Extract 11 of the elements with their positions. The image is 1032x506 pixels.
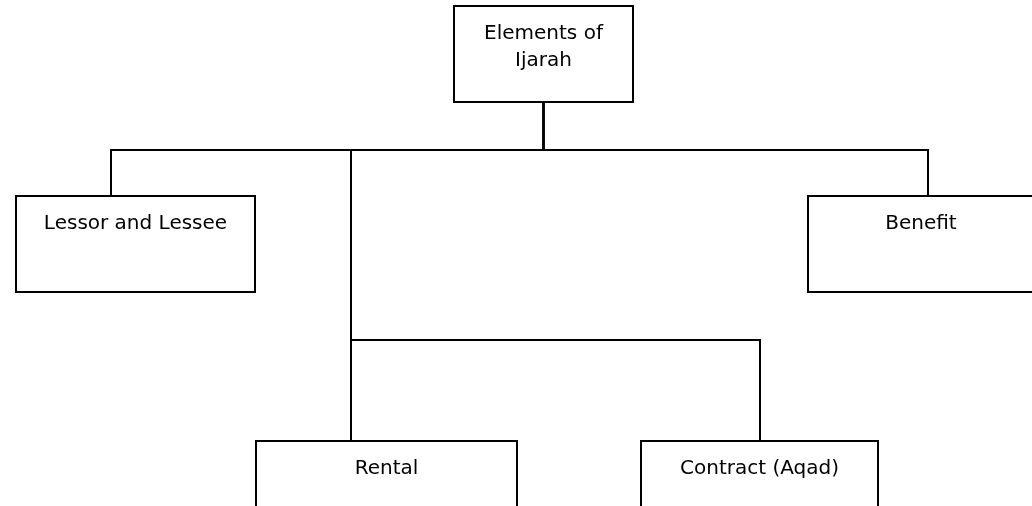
concept-box <box>255 440 518 506</box>
concept-box <box>640 440 879 506</box>
box-label: Elements of Ijarah <box>483 19 605 73</box>
box-label: Lessor and Lessee <box>43 209 228 236</box>
box-label: Contract (Aqad) <box>680 454 839 481</box>
connector-line <box>350 102 761 441</box>
box-label: Benefit <box>885 209 957 236</box>
concept-box <box>807 195 1032 293</box>
box-label: Rental <box>354 454 419 481</box>
concept-box <box>15 195 256 293</box>
concept-box <box>453 5 634 103</box>
